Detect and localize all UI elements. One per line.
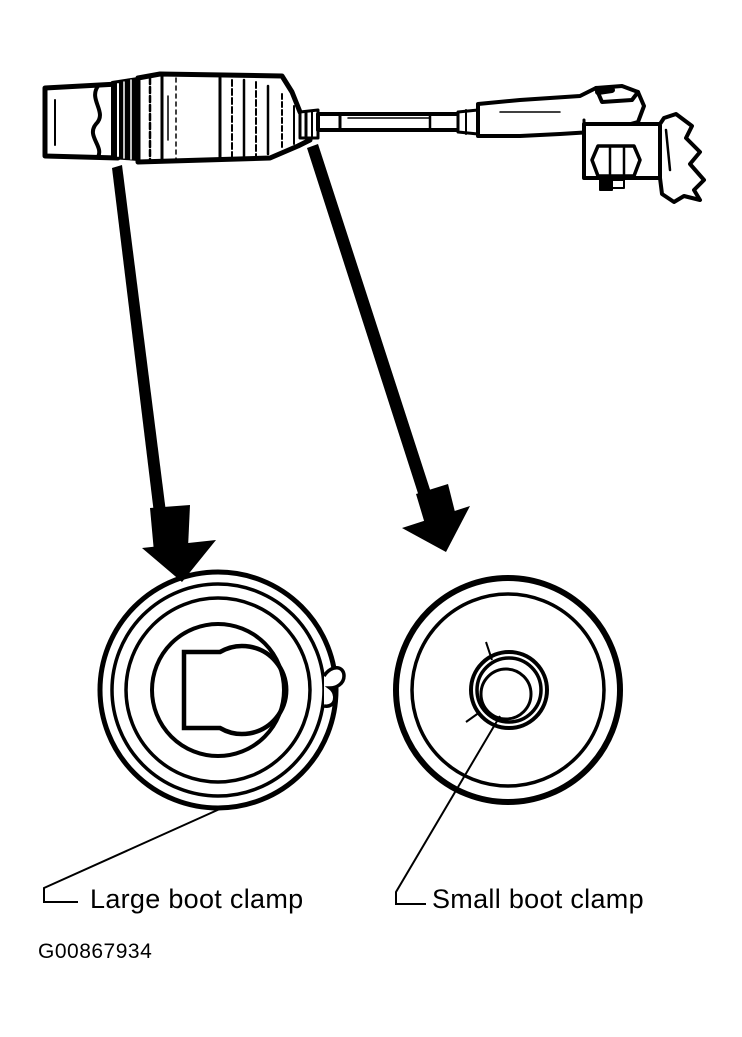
knuckle-arm: [658, 112, 706, 204]
small-clamp-inner-ring: [475, 656, 543, 724]
small-clamp-band: [298, 108, 320, 140]
leader-lines: [43, 715, 501, 905]
tie-rod-section: [479, 667, 533, 721]
large-clamp-band: [111, 77, 139, 161]
small-clamp-outer-ring: [469, 650, 549, 730]
bellows-boot: [135, 71, 313, 165]
ball-stud-and-nut: [582, 122, 662, 191]
large-boot-lip: [150, 622, 286, 758]
small-boot-inner-ring: [410, 592, 606, 788]
rack-housing: [42, 81, 121, 161]
rack-d-section: [181, 643, 289, 737]
large-boot-clamp-view: [97, 569, 346, 811]
pointer-arrow-small: [307, 144, 470, 552]
clamp-buckle-tab: [322, 666, 346, 708]
large-clamp-outer-ring: [110, 582, 326, 798]
pointer-arrow-large: [112, 165, 216, 582]
large-clamp-inner-ring: [124, 596, 312, 784]
small-boot-clamp-label: Small boot clamp: [432, 884, 644, 914]
leader-small-boot-clamp: [395, 715, 501, 905]
small-boot-outer-rim: [393, 575, 623, 805]
tie-rod: [316, 108, 480, 136]
leader-large-boot-clamp: [43, 807, 223, 903]
small-boot-clamp-view: [393, 575, 623, 805]
steering-rack-assembly: [42, 71, 706, 204]
large-boot-outer-rim: [97, 569, 339, 811]
large-boot-clamp-label: Large boot clamp: [90, 884, 304, 914]
figure-id: G00867934: [38, 940, 153, 963]
